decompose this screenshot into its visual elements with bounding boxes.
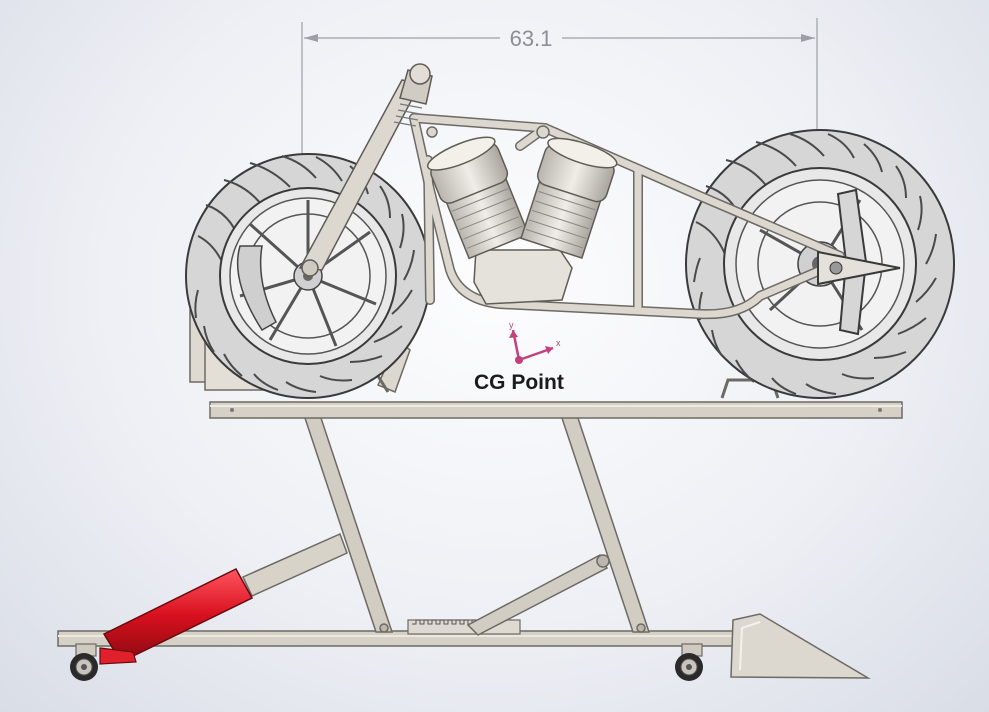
motorcycle-frame xyxy=(409,113,845,320)
svg-text:y: y xyxy=(509,320,514,330)
v-twin-engine xyxy=(426,136,618,305)
svg-text:x: x xyxy=(556,338,561,348)
cg-point-label: CG Point xyxy=(474,371,564,394)
caster-rear xyxy=(675,643,703,681)
rear-ramp xyxy=(730,613,871,679)
front-fork xyxy=(298,63,433,277)
dimension-value: 63.1 xyxy=(510,26,553,51)
lift-table xyxy=(209,401,903,419)
scissor-arms xyxy=(301,411,651,636)
hydraulic-cylinder xyxy=(99,532,348,665)
caster-front xyxy=(70,643,98,681)
wheelbase-dimension: 63.1 xyxy=(301,18,818,250)
rear-axle-plate xyxy=(817,250,901,286)
cg-point-marker: x y xyxy=(509,320,561,364)
